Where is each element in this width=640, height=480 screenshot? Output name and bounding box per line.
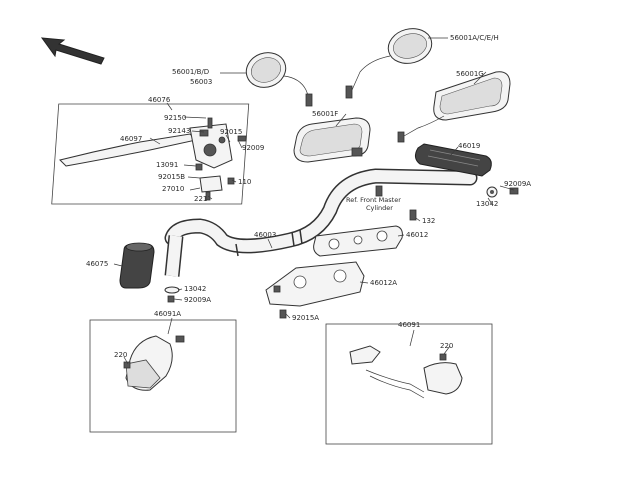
label-46019: 46019 <box>458 142 480 150</box>
right-switch-box <box>325 323 493 445</box>
small-fasteners <box>164 185 519 319</box>
label-92150: 92150 <box>164 114 186 122</box>
label-46076: 46076 <box>148 96 171 104</box>
direction-arrow-icon <box>40 37 105 65</box>
label-46012: 46012 <box>406 231 428 239</box>
label-110: 110 <box>238 178 251 186</box>
label-46097: 46097 <box>120 135 142 143</box>
label-13042-right: 13042 <box>476 200 498 208</box>
label-56001A: 56001A/C/E/H <box>450 34 499 42</box>
label-92009A-left: 92009A <box>184 296 211 304</box>
label-221: 221 <box>194 195 207 203</box>
label-46003: 46003 <box>254 231 276 239</box>
lower-holder <box>265 261 365 307</box>
mirror-left <box>245 52 313 107</box>
label-92009: 92009 <box>242 144 264 152</box>
label-132: 132 <box>422 217 435 225</box>
label-92143: 92143 <box>168 127 190 135</box>
left-switch-box <box>89 319 237 433</box>
label-13091: 13091 <box>156 161 178 169</box>
label-56001F: 56001F <box>312 110 338 118</box>
mirror-right-rect <box>397 71 511 143</box>
label-92015A: 92015A <box>292 314 319 322</box>
label-92015B: 92015B <box>158 173 185 181</box>
mirror-center-rect <box>293 117 371 163</box>
label-27010: 27010 <box>162 185 184 193</box>
left-grip <box>119 242 155 289</box>
ref-label-line2: Cylinder <box>366 204 393 212</box>
ref-label-line1: Ref. Front Master <box>346 196 401 204</box>
label-56001BD: 56001/B/D <box>172 68 209 76</box>
label-56003: 56003 <box>190 78 212 86</box>
label-13042-left: 13042 <box>184 285 206 293</box>
label-92015: 92015 <box>220 128 242 136</box>
handlebar <box>164 168 478 277</box>
label-46091A: 46091A <box>154 310 181 318</box>
label-220-left: 220 <box>114 351 127 359</box>
label-220-right: 220 <box>440 342 453 350</box>
upper-clamp <box>313 225 403 257</box>
label-46012A: 46012A <box>370 279 397 287</box>
label-56001G: 56001G <box>456 70 484 78</box>
leader-lines <box>113 37 515 365</box>
part-labels: 56001A/C/E/H 56001/B/D 56003 56001G 5600… <box>86 34 531 359</box>
right-grip <box>414 143 492 177</box>
label-92009A: 92009A <box>504 180 531 188</box>
left-control-group <box>51 103 250 205</box>
label-46075: 46075 <box>86 260 108 268</box>
mirror-right-round <box>345 28 433 99</box>
label-46091: 46091 <box>398 321 420 329</box>
